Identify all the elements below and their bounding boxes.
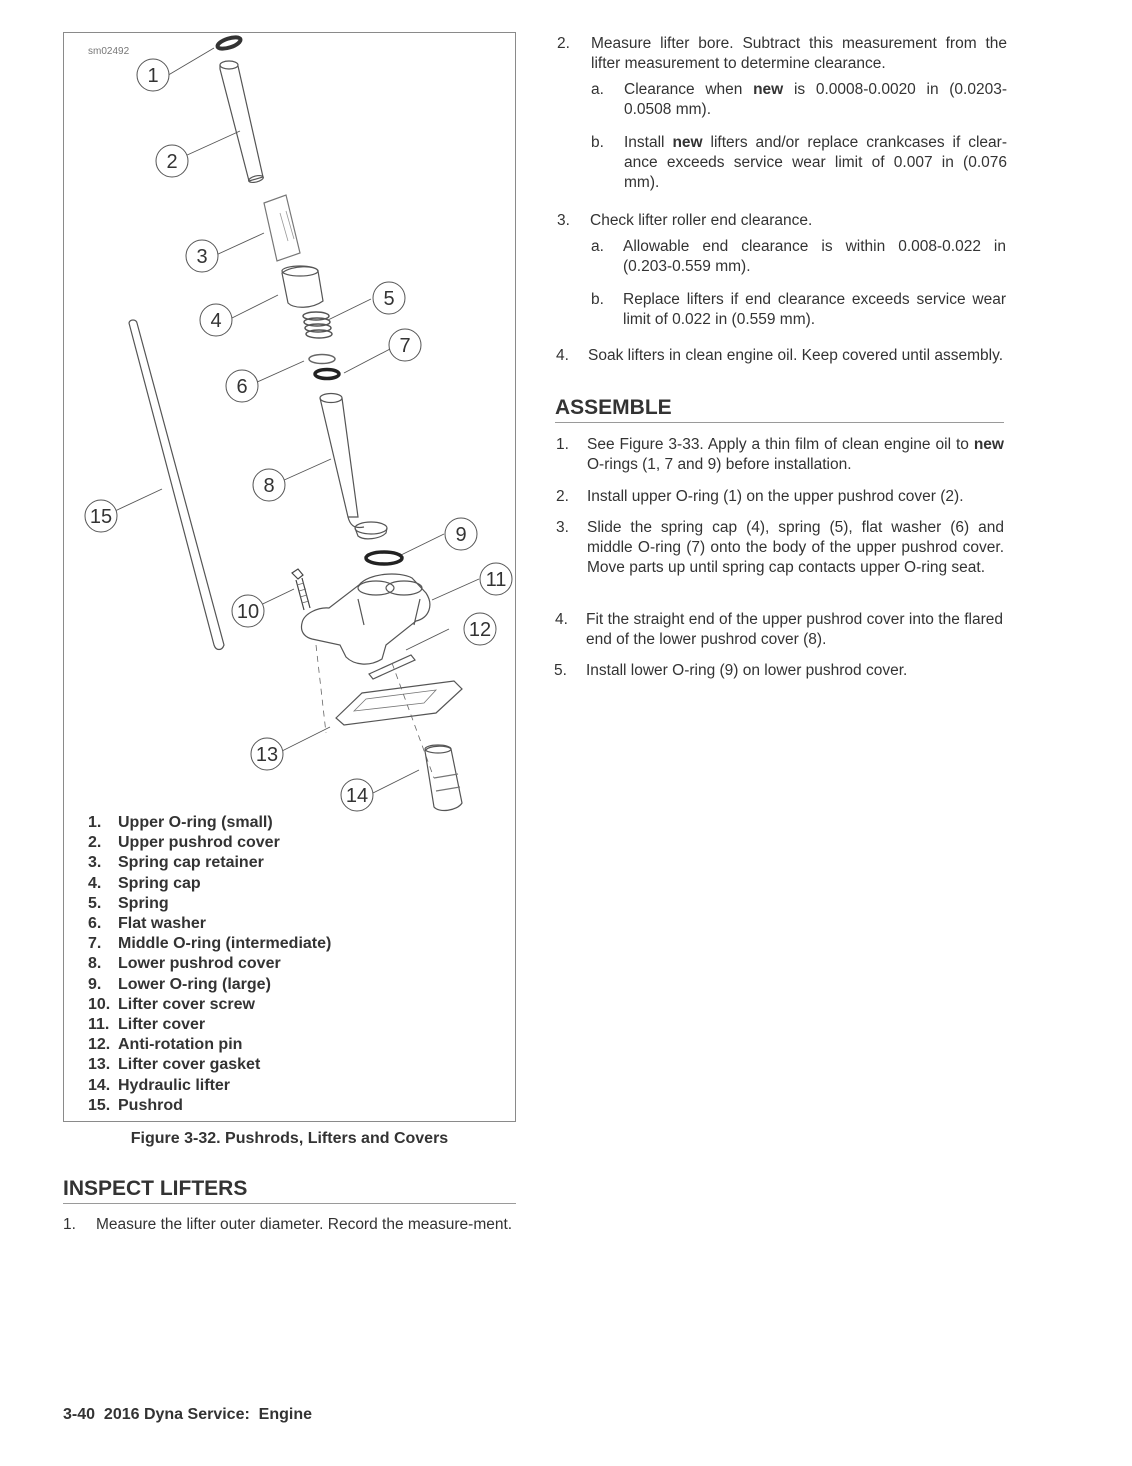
legend-item: 8.Lower pushrod cover xyxy=(88,955,281,973)
inspect-step-1: 1. Measure the lifter outer diameter. Re… xyxy=(63,1216,513,1233)
inspect-lifters-heading: INSPECT LIFTERS xyxy=(63,1177,516,1204)
figure-frame: sm02492 xyxy=(63,32,516,1122)
callout-11: 11 xyxy=(486,569,507,591)
page-footer: 3-40 2016 Dyna Service: Engine xyxy=(63,1406,313,1423)
assemble-step-3: 3. Slide the spring cap (4), spring (5),… xyxy=(556,519,1004,576)
callout-10: 10 xyxy=(237,601,259,623)
callout-15: 15 xyxy=(90,506,112,528)
legend-item: 3.Spring cap retainer xyxy=(88,854,264,872)
callout-13: 13 xyxy=(256,744,278,766)
legend-item: 9.Lower O-ring (large) xyxy=(88,975,271,993)
assemble-heading: ASSEMBLE xyxy=(555,396,1004,423)
inspect-step-2b: b. Install new lifters and/or replace cr… xyxy=(591,134,1007,191)
figure-id: sm02492 xyxy=(88,46,130,57)
legend-item: 14.Hydraulic lifter xyxy=(88,1076,231,1094)
inspect-step-4: 4. Soak lifters in clean engine oil. Kee… xyxy=(556,347,1003,364)
inspect-step-2a: a. Clearance when new is 0.0008-0.0020 i… xyxy=(591,81,1007,118)
legend-item: 5.Spring xyxy=(88,894,169,912)
callout-5: 5 xyxy=(383,288,394,310)
assemble-step-4: 4. Fit the straight end of the upper pus… xyxy=(555,611,1003,648)
parts-legend: 1.Upper O-ring (small) 2.Upper pushrod c… xyxy=(88,813,331,1116)
legend-item: 10.Lifter cover screw xyxy=(88,995,255,1013)
figure-caption: Figure 3-32. Pushrods, Lifters and Cover… xyxy=(130,1130,449,1147)
legend-item: 15.Pushrod xyxy=(88,1096,183,1114)
callout-2: 2 xyxy=(166,151,177,173)
inspect-step-2: 2. Measure lifter bore. Subtract this me… xyxy=(557,35,1007,72)
legend-item: 1.Upper O-ring (small) xyxy=(88,814,273,831)
inspect-step-3a: a. Allowable end clearance is within 0.0… xyxy=(591,238,1006,275)
legend-item: 13.Lifter cover gasket xyxy=(88,1056,261,1074)
legend-item: 12.Anti-rotation pin xyxy=(88,1036,243,1054)
callout-4: 4 xyxy=(210,310,221,332)
exploded-diagram: 1 2 3 4 5 7 6 8 9 11 10 12 15 13 14 xyxy=(84,35,513,812)
legend-item: 2.Upper pushrod cover xyxy=(88,834,280,852)
callout-1: 1 xyxy=(147,65,158,87)
legend-item: 7.Middle O-ring (intermediate) xyxy=(88,935,332,953)
callout-14: 14 xyxy=(346,785,368,807)
legend-item: 11.Lifter cover xyxy=(88,1016,206,1034)
legend-item: 4.Spring cap xyxy=(88,874,201,892)
inspect-step-3: 3. Check lifter roller end clearance. xyxy=(557,212,813,229)
callout-6: 6 xyxy=(236,376,247,398)
callout-9: 9 xyxy=(455,524,466,546)
assemble-step-1: 1. See Figure 3-33. Apply a thin film of… xyxy=(556,436,1004,473)
legend-item: 6.Flat washer xyxy=(88,915,207,933)
assemble-step-2: 2. Install upper O-ring (1) on the upper… xyxy=(556,488,964,505)
inspect-step-3b: b. Replace lifters if end clearance exce… xyxy=(591,291,1006,328)
callout-8: 8 xyxy=(263,475,274,497)
assemble-step-5: 5. Install lower O-ring (9) on lower pus… xyxy=(554,662,908,679)
callout-3: 3 xyxy=(196,246,207,268)
callout-12: 12 xyxy=(469,619,491,641)
callout-7: 7 xyxy=(399,335,410,357)
